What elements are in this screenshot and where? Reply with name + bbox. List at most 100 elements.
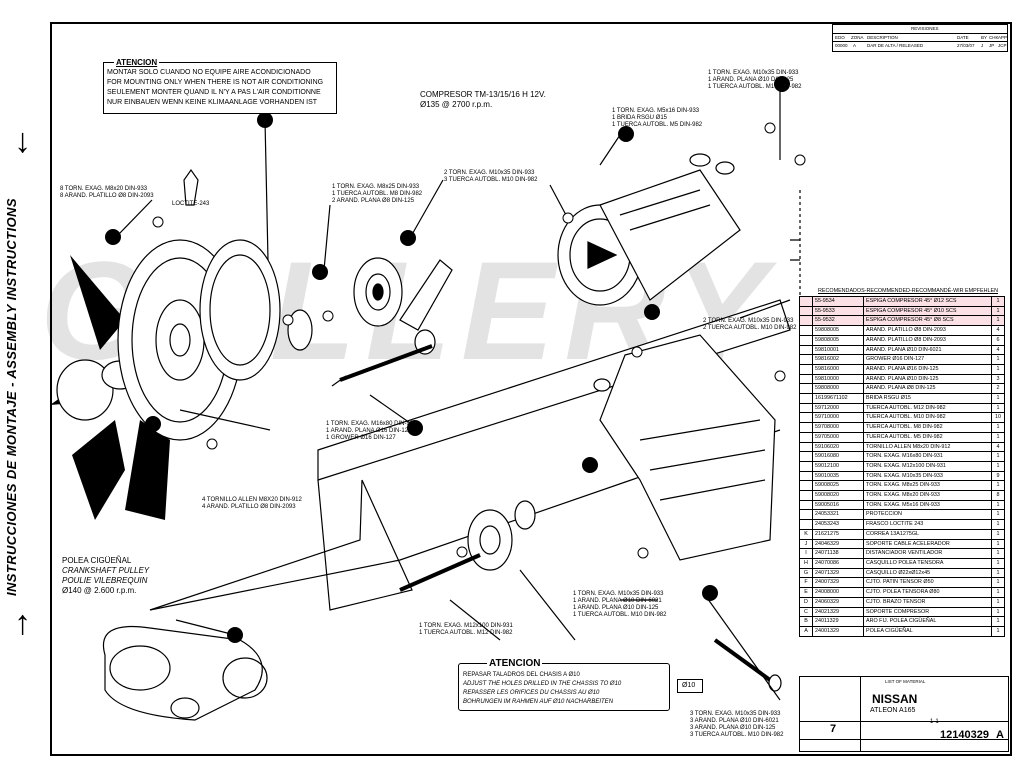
- belt-routing-view: [102, 625, 268, 721]
- warning-line: ADJUST THE HOLES DRILLED IN THE CHASSIS …: [463, 681, 622, 687]
- parts-cell-mark: H: [799, 557, 813, 569]
- recommended-header: RECOMENDADOS-RECOMMENDED-RECOMMANDÉ-WIR …: [818, 288, 998, 294]
- callout-line: 1 TORN. EXAG. M10x35 DIN-933: [573, 591, 664, 597]
- parts-cell-mark: [799, 296, 813, 307]
- parts-cell-mark: J: [799, 538, 813, 550]
- parts-cell-code: 59810000: [812, 373, 864, 385]
- parts-cell-desc: GROWER Ø16 DIN-127: [863, 354, 992, 365]
- parts-cell-mark: [799, 422, 813, 433]
- callout-line: 1 TORN. EXAG. M12x100 DIN-931: [419, 623, 513, 629]
- parts-cell-qty: 1: [991, 363, 1005, 375]
- parts-cell-mark: [799, 460, 813, 472]
- callout-line: 1 TUERCA AUTOBL. M8 DIN-982: [332, 191, 423, 197]
- parts-cell-desc: TORN. EXAG. M5x16 DIN-933: [863, 499, 992, 511]
- parts-cell-qty: 1: [991, 393, 1005, 404]
- pulley-caption-line: Ø140 @ 2.600 r.p.m.: [62, 586, 137, 595]
- parts-cell-mark: [799, 499, 813, 511]
- parts-cell-code: 59705000: [812, 431, 864, 443]
- warning-line: MONTAR SOLO CUANDO NO EQUIPE AIRE ACONDI…: [107, 69, 311, 76]
- callout-line: 3 TUERCA AUTOBL. M10 DIN-982: [444, 177, 538, 183]
- parts-cell-qty: 1: [991, 519, 1005, 530]
- parts-cell-code: 24008000: [812, 587, 864, 598]
- parts-cell-desc: ESPIGA COMPRESOR 45° Ø8 SCS: [863, 315, 992, 327]
- parts-cell-qty: 1: [991, 587, 1005, 598]
- callout-line: 1 TORN. EXAG. M16x80 DIN-931: [326, 421, 417, 427]
- parts-cell-code: 59012100: [812, 460, 864, 472]
- parts-cell-mark: [799, 470, 813, 482]
- parts-cell-mark: K: [799, 528, 813, 540]
- parts-cell-qty: 1: [991, 567, 1005, 579]
- parts-cell-qty: 1: [991, 625, 1005, 637]
- parts-cell-code: 24011329: [812, 616, 864, 627]
- revision-cell: DAR DE ALTA / RELEASED: [867, 43, 924, 48]
- parts-cell-mark: [799, 480, 813, 492]
- parts-cell-mark: D: [799, 596, 813, 608]
- parts-cell-mark: [799, 354, 813, 365]
- revision-header: CHK: [989, 35, 999, 40]
- parts-cell-desc: ARAND. PLANA Ø8 DIN-125: [863, 383, 992, 395]
- arrow-down-icon: ↓: [14, 122, 31, 160]
- parts-cell-qty: 8: [991, 490, 1005, 501]
- pulley-caption-line: POLEA CIGÜEÑAL: [62, 556, 132, 565]
- parts-cell-qty: 1: [991, 422, 1005, 433]
- parts-cell-code: 24046329: [812, 538, 864, 550]
- parts-cell-desc: ESPIGA COMPRESOR 45° Ø10 SCS: [863, 305, 992, 317]
- parts-cell-mark: E: [799, 587, 813, 598]
- revision-cell: 00000: [835, 43, 848, 48]
- callout-line: 8 TORN. EXAG. M8x20 DIN-933: [60, 186, 148, 192]
- callout-line: 1 TUERCA AUTOBL. M5 DIN-982: [612, 122, 703, 128]
- parts-cell-code: 21621275: [812, 528, 864, 540]
- idler-pulley: [467, 509, 513, 571]
- parts-cell-desc: TORNILLO ALLEN M8x20 DIN-912: [863, 441, 992, 453]
- revision-header: APP: [998, 35, 1008, 40]
- callout-line: 1 ARAND. PLANA Ø16 DIN-125: [326, 428, 412, 434]
- callout-line: 8 ARAND. PLATILLO Ø8 DIN-2093: [60, 193, 154, 199]
- callout-line: 2 TUERCA AUTOBL. M10 DIN-982: [703, 325, 797, 331]
- parts-cell-desc: ARAND. PLANA Ø10 DIN-125: [863, 373, 992, 385]
- callout-line: 3 TORN. EXAG. M10x35 DIN-933: [690, 711, 781, 717]
- title-block: NISSAN ATLEON A165 7 1-1 12140329 A: [799, 676, 1009, 752]
- parts-cell-code: 24021329: [812, 606, 864, 618]
- revision-header: DATE: [957, 35, 969, 40]
- parts-cell-qty: 1: [991, 315, 1005, 327]
- callout-line: 1 BRIDA RSGU Ø15: [612, 115, 668, 121]
- parts-cell-qty: 4: [991, 325, 1005, 336]
- parts-cell-desc: ARAND. PLATILLO Ø8 DIN-2093: [863, 334, 992, 346]
- parts-cell-desc: BRIDA RSGU Ø15: [863, 393, 992, 404]
- parts-cell-qty: 2: [991, 383, 1005, 395]
- callout-line: 3 ARAND. PLANA Ø10 DIN-6021: [690, 718, 779, 724]
- parts-cell-code: 24060329: [812, 596, 864, 608]
- parts-cell-code: 59810001: [812, 344, 864, 356]
- page-number: 1-1: [930, 719, 939, 725]
- parts-cell-qty: 1: [991, 480, 1005, 492]
- parts-cell-mark: [799, 315, 813, 327]
- parts-cell-desc: FRASCO LOCTITE 243: [863, 519, 992, 530]
- parts-cell-mark: [799, 402, 813, 414]
- parts-cell-qty: 4: [991, 344, 1005, 356]
- title-brand: NISSAN: [872, 692, 918, 706]
- parts-cell-mark: [799, 412, 813, 424]
- revision-cell: 27/03/07: [957, 43, 975, 48]
- callout-line: 1 ARAND. PLANA Ø10 DIN-125: [708, 77, 794, 83]
- warning-line: SEULEMENT MONTER QUAND IL N'Y A PAS L'AI…: [107, 89, 321, 96]
- parts-cell-qty: 1: [991, 509, 1005, 521]
- parts-cell-code: 59808005: [812, 334, 864, 346]
- revision-header: ZONA: [851, 35, 864, 40]
- parts-cell-mark: I: [799, 548, 813, 559]
- parts-cell-mark: [799, 451, 813, 462]
